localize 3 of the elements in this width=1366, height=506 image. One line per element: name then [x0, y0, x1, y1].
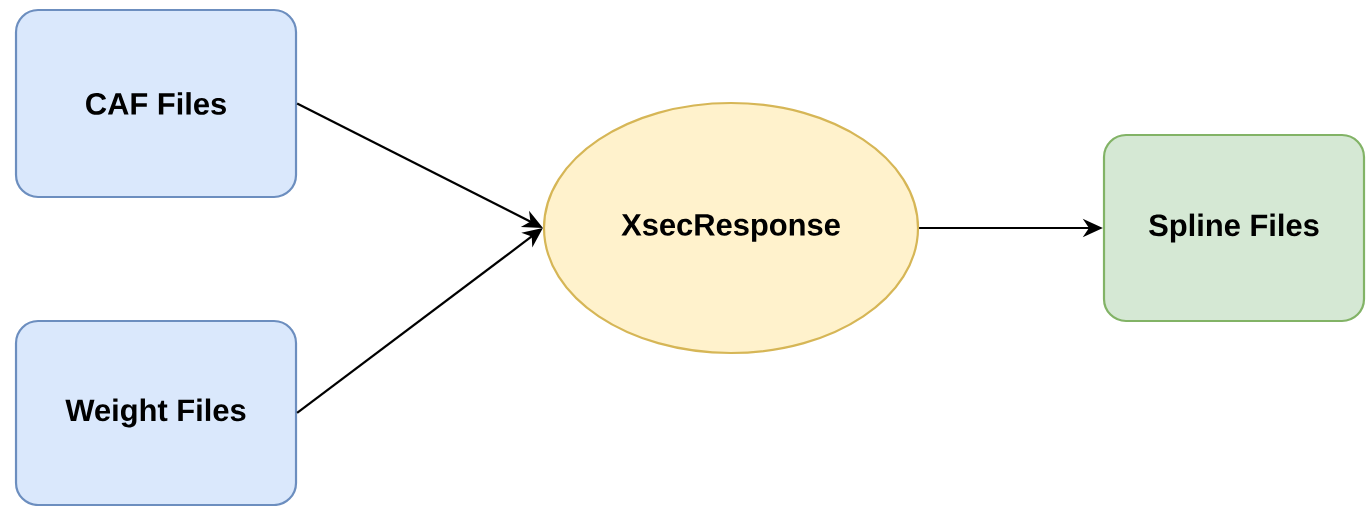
process-box: Weight Files: [14, 319, 298, 506]
process-box: Spline Files: [1102, 133, 1366, 323]
process-box: CAF Files: [14, 8, 298, 199]
